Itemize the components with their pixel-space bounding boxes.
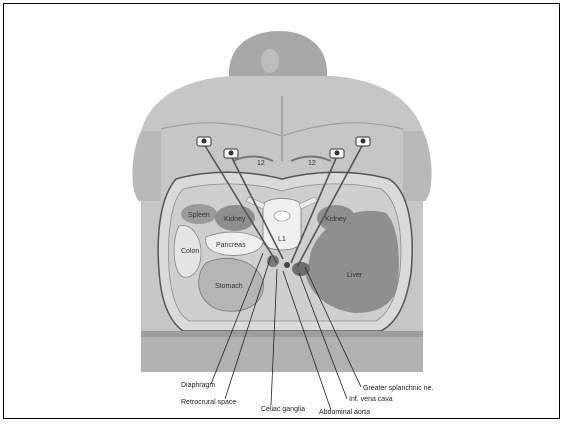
callout-retrocrural-space: Retrocrural space: [181, 399, 236, 406]
shoulder-left: [132, 131, 161, 201]
figure-frame: 12 12 Liver Spleen Kidney Kidney Colon P…: [3, 3, 560, 419]
spinal-canal: [274, 211, 290, 221]
needle-hub-4: [356, 137, 370, 146]
callout-diaphragm: Diaphragm: [181, 382, 215, 389]
needle-hub-3: [330, 149, 344, 158]
shoulder-right: [403, 131, 432, 201]
callout-abdominal-aorta: Abdominal aorta: [319, 409, 370, 416]
needle-hub-2: [224, 149, 238, 158]
callout-celiac-ganglia: Celiac ganglia: [261, 406, 305, 413]
liver-label: Liver: [347, 272, 363, 279]
spleen-label: Spleen: [188, 212, 210, 219]
stomach-label: Stomach: [215, 283, 243, 290]
needle-hub-1: [197, 137, 211, 146]
rib-12-left-label: 12: [257, 160, 265, 167]
anatomy-diagram: 12 12 Liver Spleen Kidney Kidney Colon P…: [4, 4, 561, 420]
rib-12-right-label: 12: [308, 160, 316, 167]
vertebra-label: L1: [278, 236, 286, 243]
table-base: [141, 336, 423, 372]
patient-ear: [261, 49, 279, 73]
pancreas-label: Pancreas: [216, 242, 246, 249]
kidney-right-label: Kidney: [325, 216, 347, 223]
inferior-vena-cava: [292, 262, 310, 276]
colon-label: Colon: [181, 248, 199, 255]
table-base-shadow: [141, 331, 423, 337]
kidney-left-label: Kidney: [224, 216, 246, 223]
callout-inf-vena-cava: Inf. vena cava: [349, 396, 393, 403]
callout-greater-splanchnic: Greater splanchnic ne.: [363, 385, 433, 392]
celiac-ganglion-dot: [284, 262, 290, 268]
